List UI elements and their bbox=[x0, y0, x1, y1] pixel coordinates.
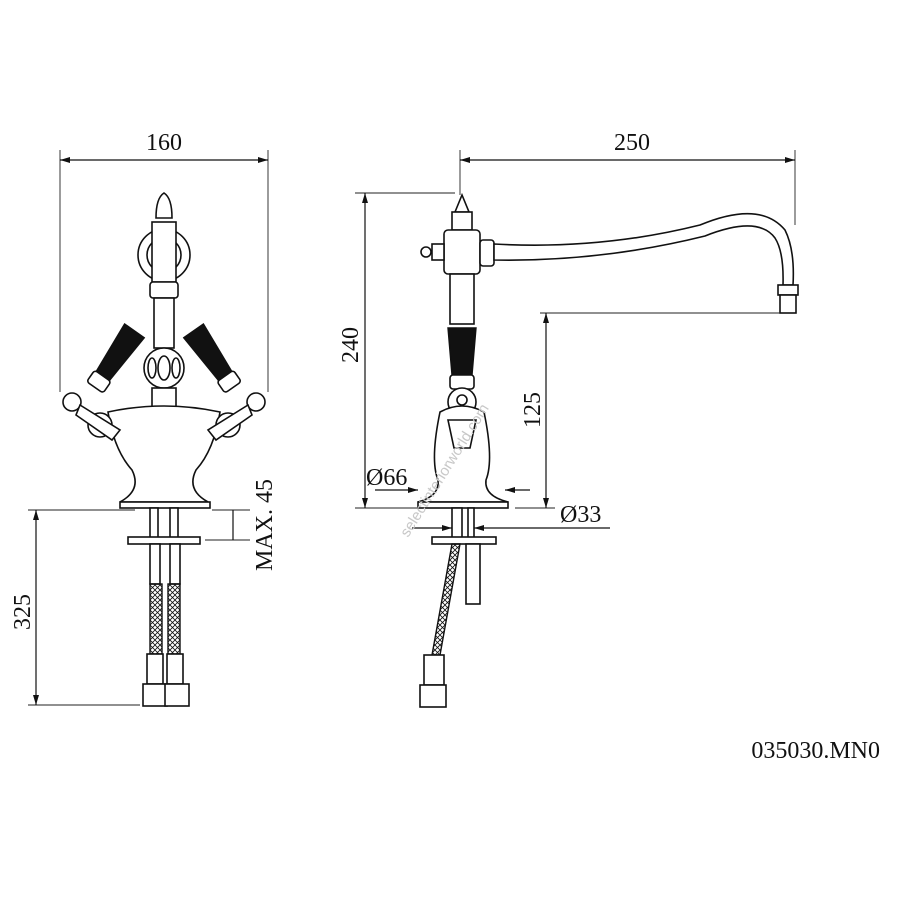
dimension-label-o33: Ø33 bbox=[560, 502, 601, 528]
dimension-height-325: 325 bbox=[10, 509, 140, 706]
dimension-spout-125: 125 bbox=[515, 312, 780, 509]
dimension-max-45: MAX. 45 bbox=[205, 479, 278, 571]
dimension-height-240: 240 bbox=[338, 192, 455, 509]
model-code: 035030.MN0 bbox=[751, 738, 880, 764]
dimension-label-125: 125 bbox=[520, 392, 546, 428]
faucet-side bbox=[417, 192, 799, 708]
dimension-label-max-45: MAX. 45 bbox=[252, 479, 278, 571]
dimension-label-o66: Ø66 bbox=[366, 465, 407, 491]
faucet-front bbox=[62, 192, 266, 707]
dimension-label-160: 160 bbox=[146, 130, 182, 156]
dimension-diameter-66: Ø66 bbox=[366, 465, 530, 493]
dimension-diameter-33: Ø33 bbox=[412, 502, 610, 531]
side-view: 250 240 bbox=[338, 130, 799, 708]
dimension-label-325: 325 bbox=[10, 594, 36, 630]
dimension-width-160: 160 bbox=[59, 130, 269, 392]
dimension-reach-250: 250 bbox=[459, 130, 796, 225]
dimension-label-240: 240 bbox=[338, 327, 364, 363]
front-view: 160 bbox=[10, 130, 278, 707]
dimension-label-250: 250 bbox=[614, 130, 650, 156]
